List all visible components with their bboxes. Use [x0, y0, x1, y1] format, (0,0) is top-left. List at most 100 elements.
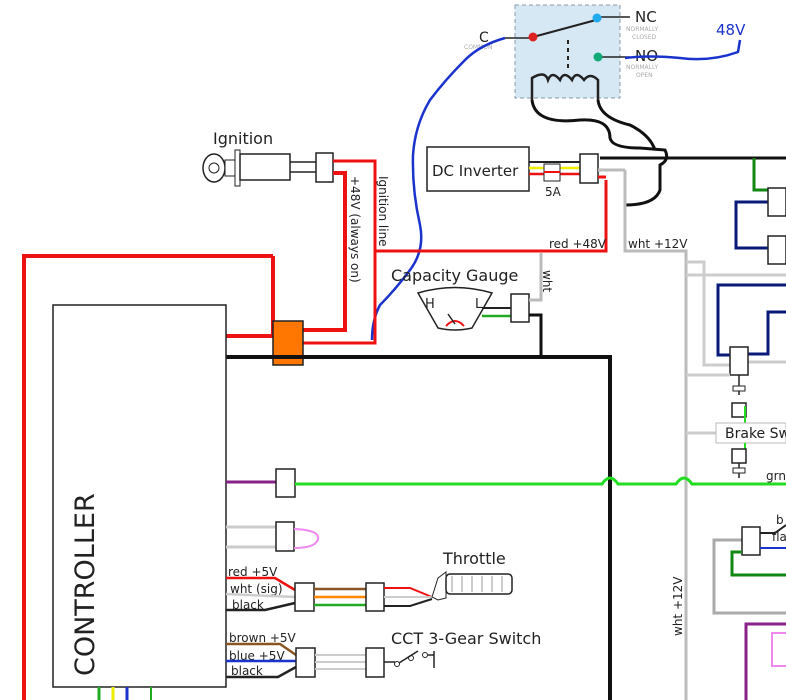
- gauge-needle-arc: [445, 320, 465, 327]
- label-red-5v: red +5V: [228, 565, 278, 579]
- throttle-connector-2: [365, 582, 385, 612]
- relay-switch-arm: [532, 19, 597, 38]
- wire-right-darkgreen-2: [730, 550, 786, 577]
- wire-gauge-ground: [529, 313, 543, 357]
- wire-48v-always-on: [273, 171, 347, 332]
- wire-right-black: [760, 524, 786, 534]
- inverter-connector: [579, 153, 599, 184]
- wire-ground-bus: [226, 355, 612, 700]
- wire-green-brake: [295, 476, 786, 486]
- loop-connector: [275, 521, 295, 552]
- label-red-48v: red +48V: [549, 237, 607, 251]
- cct-contact-3: [422, 652, 428, 658]
- throttle-grip: [431, 571, 513, 601]
- wire-right-navy-2b: [716, 283, 786, 357]
- wire-48v-blue: [624, 39, 742, 61]
- ignition-label: Ignition: [213, 129, 273, 148]
- label-ignition-line: Ignition line: [376, 176, 390, 247]
- label-b: b: [776, 513, 784, 527]
- label-48v-always-on: +48V (always on): [348, 176, 362, 283]
- relay: C COMMON NC NORMALLY CLOSED NO NORMALLY …: [464, 4, 659, 100]
- ignition-neck: [224, 159, 236, 177]
- relay-nc-label: NC: [635, 8, 657, 26]
- capacity-gauge-label: Capacity Gauge: [391, 266, 518, 285]
- wire-gauge-wht: [529, 253, 543, 302]
- gauge-connector: [510, 293, 530, 323]
- label-48v: 48V: [716, 21, 746, 39]
- label-wht: wht: [540, 270, 554, 292]
- brake-cap-1: [732, 385, 746, 392]
- gauge-needle: [447, 313, 456, 325]
- gauge-l: L: [475, 297, 483, 312]
- wire-relay-common-blue: [370, 36, 506, 341]
- right-connector-4: [741, 526, 761, 556]
- cct-connector-2: [365, 647, 385, 678]
- throttle-lever: [431, 571, 447, 601]
- capacity-gauge: [416, 286, 494, 331]
- cct-label: CCT 3-Gear Switch: [391, 629, 541, 648]
- cct-connector-1: [295, 647, 316, 678]
- relay-c-terminal: [528, 32, 538, 42]
- wire-throttle-wht: [225, 592, 296, 599]
- dc-inverter: [426, 146, 530, 192]
- label-wht-12v-vertical: wht +12V: [671, 576, 685, 636]
- brake-cap-2: [732, 467, 746, 474]
- label-brown-5v: brown +5V: [229, 631, 297, 645]
- cct-arm: [398, 650, 419, 664]
- brake-sw-label: Brake Sw: [725, 426, 786, 442]
- gauge-h: H: [425, 297, 435, 312]
- ignition-key-hole: [208, 162, 220, 174]
- brake-connector-top: [731, 402, 747, 418]
- relay-coil: [530, 73, 600, 100]
- relay-nc-sub1: NORMALLY: [626, 26, 659, 33]
- wire-red-left-loop: [22, 254, 273, 700]
- relay-nc-terminal: [592, 13, 602, 23]
- wire-coil-black-1: [530, 99, 669, 207]
- label-wht-sig: wht (sig): [230, 582, 283, 596]
- relay-c-label: C: [479, 30, 489, 46]
- relay-nc-sub2: CLOSED: [632, 34, 657, 41]
- brake-connector-bottom: [731, 448, 747, 464]
- wire-pink-loop: [293, 528, 320, 549]
- ignition-connector: [315, 152, 334, 183]
- wire-throttle-black: [226, 601, 296, 612]
- fuse-label: 5A: [545, 185, 562, 199]
- right-connector-1: [767, 187, 786, 217]
- wire-red-ctrl-1: [226, 330, 275, 338]
- controller-label: CONTROLLER: [70, 493, 101, 676]
- ignition-switch: Ignition: [202, 129, 291, 187]
- wire-right-navy-1: [734, 200, 768, 250]
- right-pink-box: [771, 632, 786, 667]
- controller: [52, 304, 227, 688]
- label-blue-5v: blue +5V: [229, 649, 285, 663]
- wire-throttle-red: [226, 576, 296, 592]
- cct-contact-1: [394, 661, 400, 667]
- purple-connector: [275, 468, 296, 498]
- wire-throttle-red-out: [384, 587, 433, 598]
- label-fla: fla: [772, 530, 786, 544]
- wire-cct-black: [226, 665, 297, 679]
- cct-switch-symbol: [384, 650, 435, 668]
- wire-cct-brown: [226, 642, 297, 657]
- label-wht-12v: wht +12V: [628, 237, 688, 251]
- wire-right-gray-6: [712, 538, 786, 615]
- wire-throttle-black-out: [384, 598, 433, 607]
- relay-no-sub2: OPEN: [636, 72, 653, 79]
- relay-no-terminal: [593, 52, 603, 62]
- label-black-2: black: [231, 664, 263, 678]
- wire-right-navy-2a: [748, 310, 786, 356]
- relay-no-sub1: NORMALLY: [626, 64, 659, 71]
- wire-white-12v: [623, 170, 688, 700]
- ignition-body: [239, 153, 291, 181]
- throttle-connector-1: [294, 582, 315, 612]
- dc-inverter-label: DC Inverter: [432, 162, 519, 180]
- wire-coil-black-2: [596, 99, 657, 151]
- wire-right-darkgreen: [752, 158, 768, 192]
- wire-right-gray-1: [686, 260, 730, 367]
- throttle-label: Throttle: [442, 549, 506, 568]
- label-black: black: [232, 598, 264, 612]
- label-grn: grn: [766, 469, 786, 483]
- relay-c-sub: COMMON: [464, 44, 492, 51]
- right-connector-2: [767, 235, 786, 265]
